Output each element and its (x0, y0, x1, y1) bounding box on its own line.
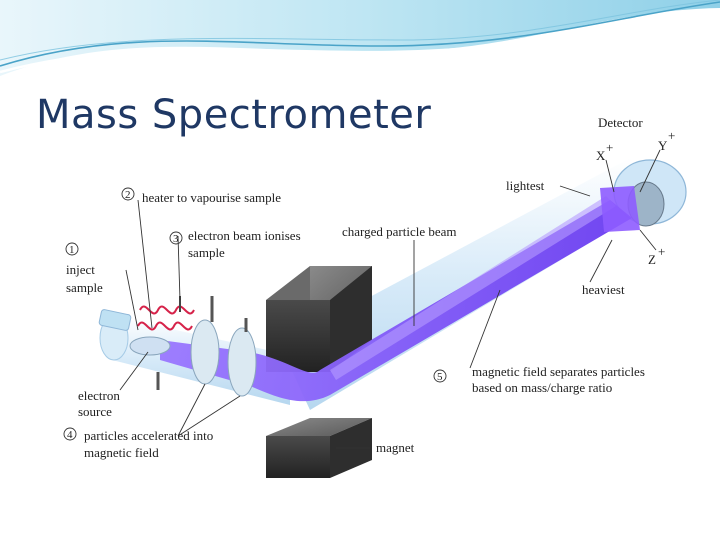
detector-label: Detector (598, 115, 643, 130)
y-plus-sign: + (668, 128, 675, 143)
z-label: Z (648, 252, 656, 267)
step-2: 2 heater to vapourise sample (121, 187, 281, 205)
heaviest-label: heaviest (582, 282, 625, 297)
heater-label: heater to vapourise sample (142, 190, 281, 205)
step-2-number: 2 (125, 189, 131, 201)
step-4: 4 particles accelerated into magnetic fi… (63, 427, 213, 460)
step-3: 3 electron beam ionises sample (169, 228, 301, 260)
inject-port (98, 309, 132, 331)
heater-coil (137, 296, 195, 331)
electron-source-label-line1: electron (78, 388, 120, 403)
electron-source-label-line2: source (78, 404, 112, 419)
header-wave-decoration (0, 0, 720, 76)
charged-beam-label: charged particle beam (342, 224, 457, 239)
step-1-number: 1 (69, 244, 75, 256)
electron-beam-label-line2: sample (188, 245, 225, 260)
magnet-upper-block (266, 266, 372, 372)
inject-label-line2: sample (66, 280, 103, 295)
ion-beam (160, 186, 640, 402)
leader-lines (119, 149, 661, 449)
inject-label-line1: inject (66, 262, 95, 277)
y-label: Y (658, 138, 668, 153)
step-4-number: 4 (67, 429, 73, 441)
z-plus-sign: + (658, 244, 665, 259)
step-1: 1 inject sample (65, 242, 103, 295)
electron-source (129, 336, 171, 356)
step-5-number: 5 (437, 371, 443, 383)
separates-label-line2: based on mass/charge ratio (472, 380, 612, 395)
lightest-label: lightest (506, 178, 545, 193)
step-5: 5 magnetic field separates particles bas… (433, 364, 645, 395)
electron-beam-label-line1: electron beam ionises (188, 228, 301, 243)
step-3-number: 3 (173, 233, 179, 245)
x-label: X (596, 148, 606, 163)
accelerating-plates (156, 296, 257, 397)
separates-label-line1: magnetic field separates particles (472, 364, 645, 379)
slide-title: Mass Spectrometer (36, 92, 432, 138)
x-plus-sign: + (606, 140, 613, 155)
magnet-label: magnet (376, 440, 415, 455)
accelerated-label-line1: particles accelerated into (84, 428, 213, 443)
accelerated-label-line2: magnetic field (84, 445, 159, 460)
